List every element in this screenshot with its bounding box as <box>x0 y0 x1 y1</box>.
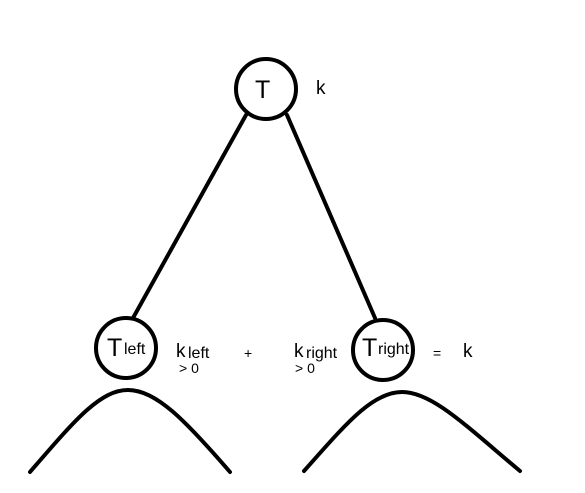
right-count-sub: right <box>306 345 338 362</box>
edge-root-left <box>131 113 248 320</box>
result-k-label: k <box>463 341 473 362</box>
edge-root-right <box>285 113 377 320</box>
left-subtree-arc <box>28 387 232 474</box>
left-node-label-sub: left <box>124 341 146 358</box>
right-count-main: k <box>294 341 304 362</box>
equals-sign: = <box>433 345 442 361</box>
left-node-circle <box>94 316 158 380</box>
left-node-label-main: T <box>107 334 123 362</box>
root-count-label: k <box>316 78 326 99</box>
right-node-label-main: T <box>362 334 378 362</box>
left-count-main: k <box>176 341 186 362</box>
right-node-circle <box>351 318 415 382</box>
right-count-constraint: > 0 <box>295 360 315 376</box>
plus-sign: + <box>244 345 253 361</box>
left-count-constraint: > 0 <box>179 360 199 376</box>
left-count-sub: left <box>188 345 210 362</box>
right-node-label-sub: right <box>378 341 410 358</box>
root-node-label: T <box>255 76 271 104</box>
root-node-circle <box>234 57 298 121</box>
right-subtree-arc <box>302 389 522 473</box>
